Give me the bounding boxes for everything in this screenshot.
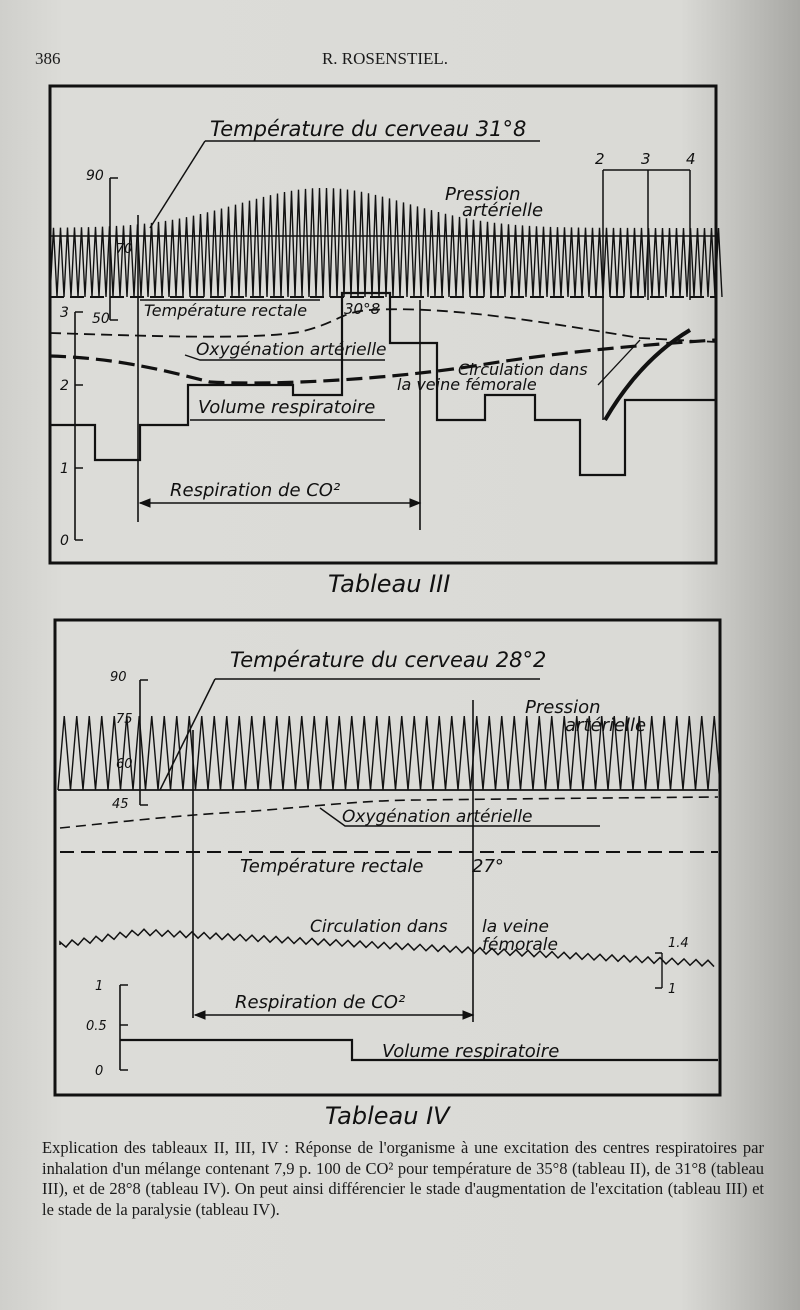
circulation-curve (49, 338, 717, 385)
axis-tick: 90 (110, 670, 127, 685)
axis-tick: 90 (86, 168, 104, 184)
arrow-heads (193, 1010, 475, 1020)
oxygenation-pointer (319, 807, 600, 827)
axis-tick: 75 (116, 712, 133, 727)
circulation-label: Circulation dans (310, 917, 448, 937)
range-max: 1.4 (668, 936, 689, 951)
arrow-heads (138, 498, 422, 508)
figure-explanation: Explication des tableaux II, III, IV : R… (42, 1138, 764, 1220)
axis-tick: 70 (116, 242, 133, 257)
oxygenation-pointer (184, 354, 385, 361)
volume-label: Volume respiratoire (382, 1041, 559, 1062)
pointer-line (149, 140, 206, 229)
tableau-4-caption: Tableau IV (325, 1102, 451, 1130)
pressure-trace (57, 715, 722, 791)
circulation-label: fémorale (482, 935, 558, 955)
pressure-label: artérielle (565, 715, 646, 736)
tableau-4-labels: Température du cerveau 28°2 Pression art… (86, 648, 689, 1130)
range-min: 1 (668, 982, 676, 997)
tableau-3-labels: Température du cerveau 31°8 Pression art… (60, 117, 696, 598)
brain-temp-label: Température du cerveau 28°2 (230, 648, 546, 672)
tableau-4-figure (53, 618, 722, 1097)
circulation-label: Circulation dans (458, 360, 588, 379)
marker-lines (602, 169, 691, 420)
volume-step-line (120, 1038, 718, 1062)
axis-tick: 1 (60, 461, 69, 477)
pressure-axis (139, 679, 148, 806)
circulation-recovery-curve (603, 328, 692, 422)
oxygenation-curve (59, 796, 719, 829)
circulation-label: la veine fémorale (397, 375, 537, 394)
explanation-text: Explication des tableaux II, III, IV : R… (42, 1138, 764, 1219)
axis-tick: 0.5 (86, 1019, 107, 1034)
pressure-trace (49, 188, 723, 298)
circulation-arrow (597, 339, 641, 386)
volume-axis (119, 984, 128, 1071)
axis-tick: 60 (116, 757, 133, 772)
volume-step-line (50, 291, 716, 477)
rectal-temp-value: 27° (472, 856, 504, 877)
axis-tick: 0 (95, 1064, 103, 1079)
oxygenation-label: Oxygénation artérielle (342, 807, 533, 827)
rectal-temp-label: Température rectale (240, 856, 424, 877)
rectal-temp-label: Température rectale (144, 301, 307, 320)
circulation-label: la veine (482, 917, 549, 937)
tableau-3-caption: Tableau III (328, 570, 450, 598)
axis-tick: 45 (112, 797, 129, 812)
page-number: 386 (35, 49, 61, 68)
title-pointer (159, 678, 540, 791)
figure-frame (53, 618, 722, 1097)
pressure-waveform (49, 188, 723, 298)
tableau-3-figure (48, 84, 723, 565)
pressure-label: Pression (525, 697, 601, 718)
volume-label: Volume respiratoire (198, 397, 375, 418)
axis-tick: 50 (92, 311, 110, 327)
respiration-label: Respiration de CO² (235, 992, 405, 1013)
axis-tick: 0 (60, 533, 69, 549)
pressure-waveform (57, 715, 722, 791)
pressure-label: Pression (445, 184, 521, 205)
rectal-temp-value: 30°8 (344, 300, 380, 318)
axis-tick: 2 (60, 378, 69, 394)
brain-temp-label: Température du cerveau 31°8 (210, 117, 526, 141)
figure-frame (48, 84, 718, 565)
axis-tick: 3 (60, 305, 69, 321)
circulation-range-bracket (655, 952, 663, 989)
respiration-label: Respiration de CO² (170, 480, 340, 501)
axis-tick: 1 (95, 979, 103, 994)
oxygenation-label: Oxygénation artérielle (196, 340, 387, 360)
marker-2: 2 (595, 150, 605, 168)
oxygenation-curve (49, 308, 717, 343)
marker-4: 4 (686, 150, 696, 168)
pressure-label: artérielle (462, 200, 543, 221)
running-title: R. ROSENSTIEL. (322, 49, 448, 68)
marker-3: 3 (641, 150, 651, 168)
circulation-curve (59, 928, 715, 968)
